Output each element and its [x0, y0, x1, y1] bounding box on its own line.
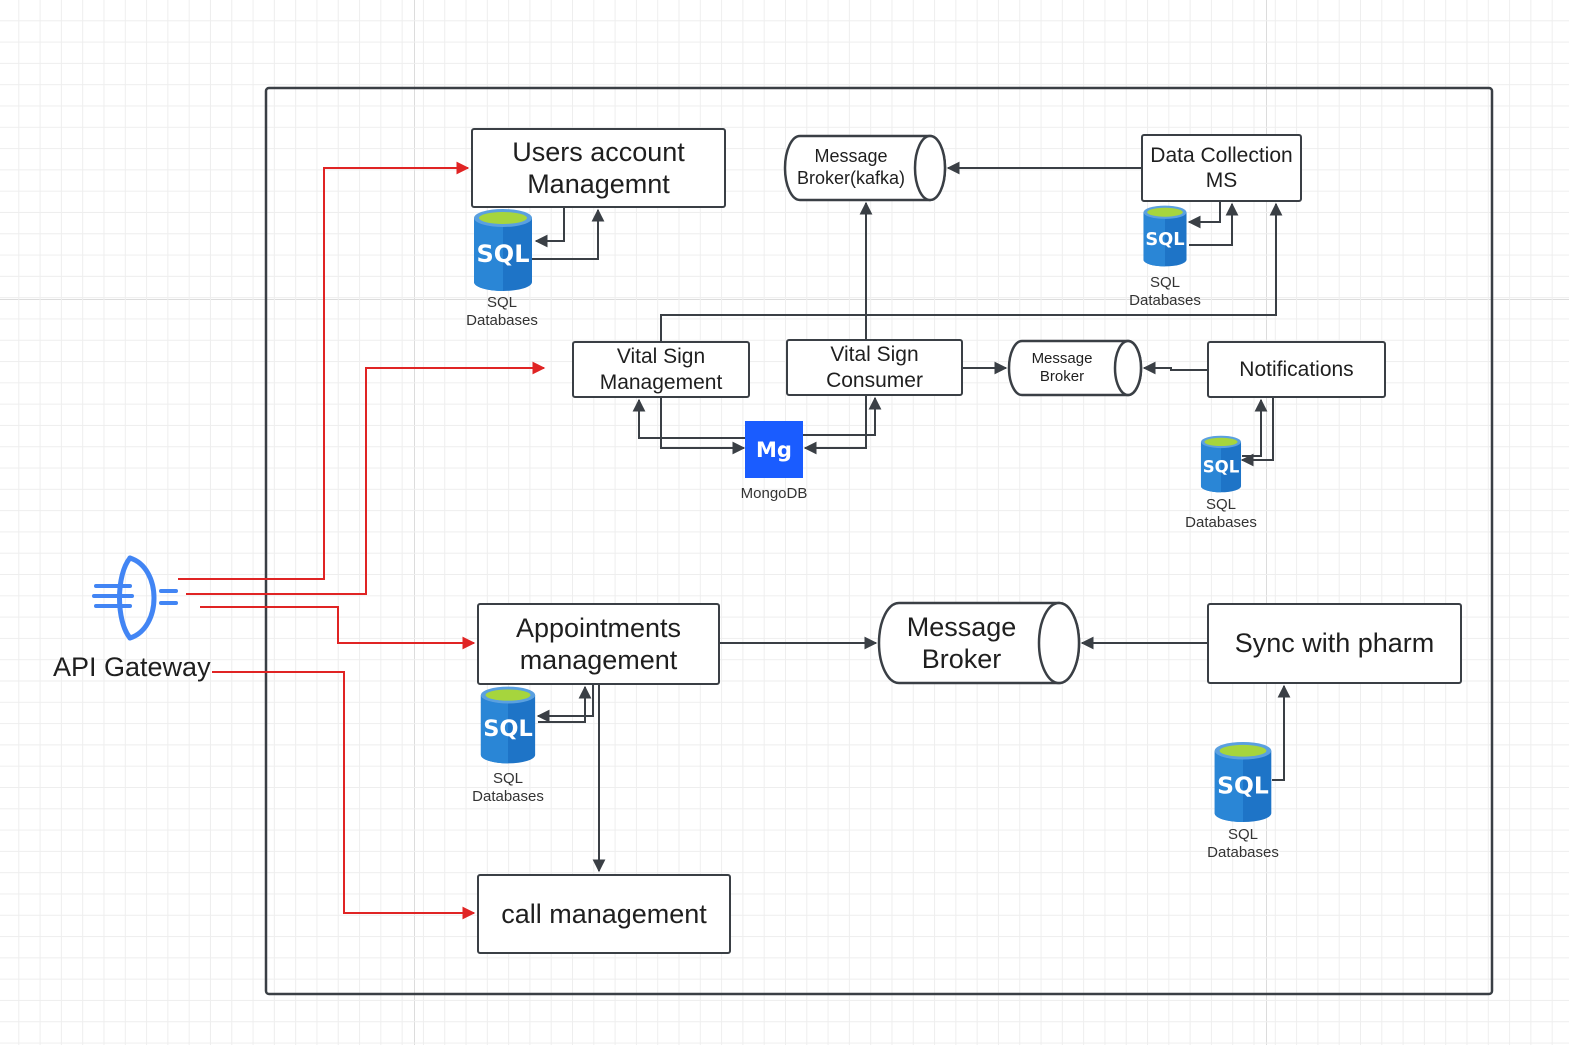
message-broker-kafka: [783, 134, 947, 202]
notifications-to-broker-connector: [1142, 361, 1207, 375]
sql-database-icon: [480, 686, 536, 764]
sync-sql-database-label: SQL Databases: [1207, 826, 1279, 861]
sql-database-icon: [474, 209, 532, 291]
notifications-box[interactable]: Notifications: [1207, 341, 1386, 398]
appointments-management-label: Appointments management: [515, 612, 682, 675]
sql-to-datacollection-connector: [1189, 202, 1239, 246]
notifications-to-sql-connector: [1240, 398, 1274, 467]
notifications-sql-database-label: SQL Databases: [1185, 496, 1257, 531]
route-call-management: [212, 671, 476, 920]
sql-to-appointments-connector: [538, 685, 592, 723]
notifications-label: Notifications: [1239, 357, 1354, 381]
datacollection-to-sql-connector: [1187, 202, 1221, 229]
sql-database-icon: [1214, 741, 1272, 823]
appointments-broker-label: Message Broker: [906, 611, 1017, 674]
api-gateway-label: API Gateway: [53, 652, 211, 682]
users-account-management-label: Users account Managemnt: [512, 136, 685, 199]
vitalsign-to-datacollection-connector: [660, 202, 1283, 341]
mongo-to-vitalsign-connector: [632, 398, 745, 439]
vital-sign-consumer-label: Vital Sign Consumer: [826, 343, 923, 392]
sql-database-icon: [1143, 205, 1187, 267]
kafka-broker-label: Message Broker(kafka): [796, 146, 906, 188]
notifications-broker-label: Message Broker: [1031, 350, 1093, 385]
vitalsign-to-mongo-connector: [660, 398, 746, 455]
mongodb-icon: [745, 421, 803, 478]
users-account-management-box[interactable]: Users account Managemnt: [471, 128, 726, 208]
route-appointments: [200, 606, 476, 650]
users-to-sql-connector: [534, 208, 565, 248]
mongo-to-consumer-connector: [803, 396, 882, 436]
data-collection-ms-box[interactable]: Data Collection MS: [1141, 134, 1302, 202]
mongodb-label: MongoDB: [740, 485, 808, 502]
sql-to-users-connector: [532, 208, 605, 260]
users-sql-database-label: SQL Databases: [466, 294, 538, 329]
datacollection-sql-database-label: SQL Databases: [1129, 274, 1201, 309]
route-users-account: [178, 161, 470, 580]
sql-to-notifications-connector: [1242, 398, 1268, 457]
sync-with-pharm-label: Sync with pharm: [1234, 628, 1435, 659]
vital-sign-management-box[interactable]: Vital Sign Management: [572, 341, 750, 398]
system-boundary: [264, 86, 1494, 996]
gateway-routes: [178, 161, 546, 920]
appointments-sql-database-label: SQL Databases: [472, 770, 544, 805]
call-management-label: call management: [501, 898, 707, 929]
sql-database-icon: [1200, 435, 1242, 493]
sql-to-sync-connector: [1272, 684, 1291, 781]
data-collection-ms-label: Data Collection MS: [1150, 143, 1293, 192]
service-connectors: [532, 161, 1291, 873]
appointments-to-sql-connector: [536, 685, 594, 723]
sync-with-pharm-box[interactable]: Sync with pharm: [1207, 603, 1462, 684]
message-broker-notifications: [1007, 339, 1143, 397]
mongodb-icon-text: Mg: [756, 437, 792, 462]
consumer-to-mongo-connector: [803, 396, 867, 455]
call-management-box[interactable]: call management: [477, 874, 731, 954]
appointments-management-box[interactable]: Appointments management: [477, 603, 720, 685]
route-vital-sign: [186, 361, 546, 595]
vital-sign-management-label: Vital Sign Management: [599, 345, 723, 394]
api-gateway-icon: [92, 555, 178, 641]
message-broker-appointments: [877, 601, 1081, 685]
vital-sign-consumer-box[interactable]: Vital Sign Consumer: [786, 339, 963, 396]
